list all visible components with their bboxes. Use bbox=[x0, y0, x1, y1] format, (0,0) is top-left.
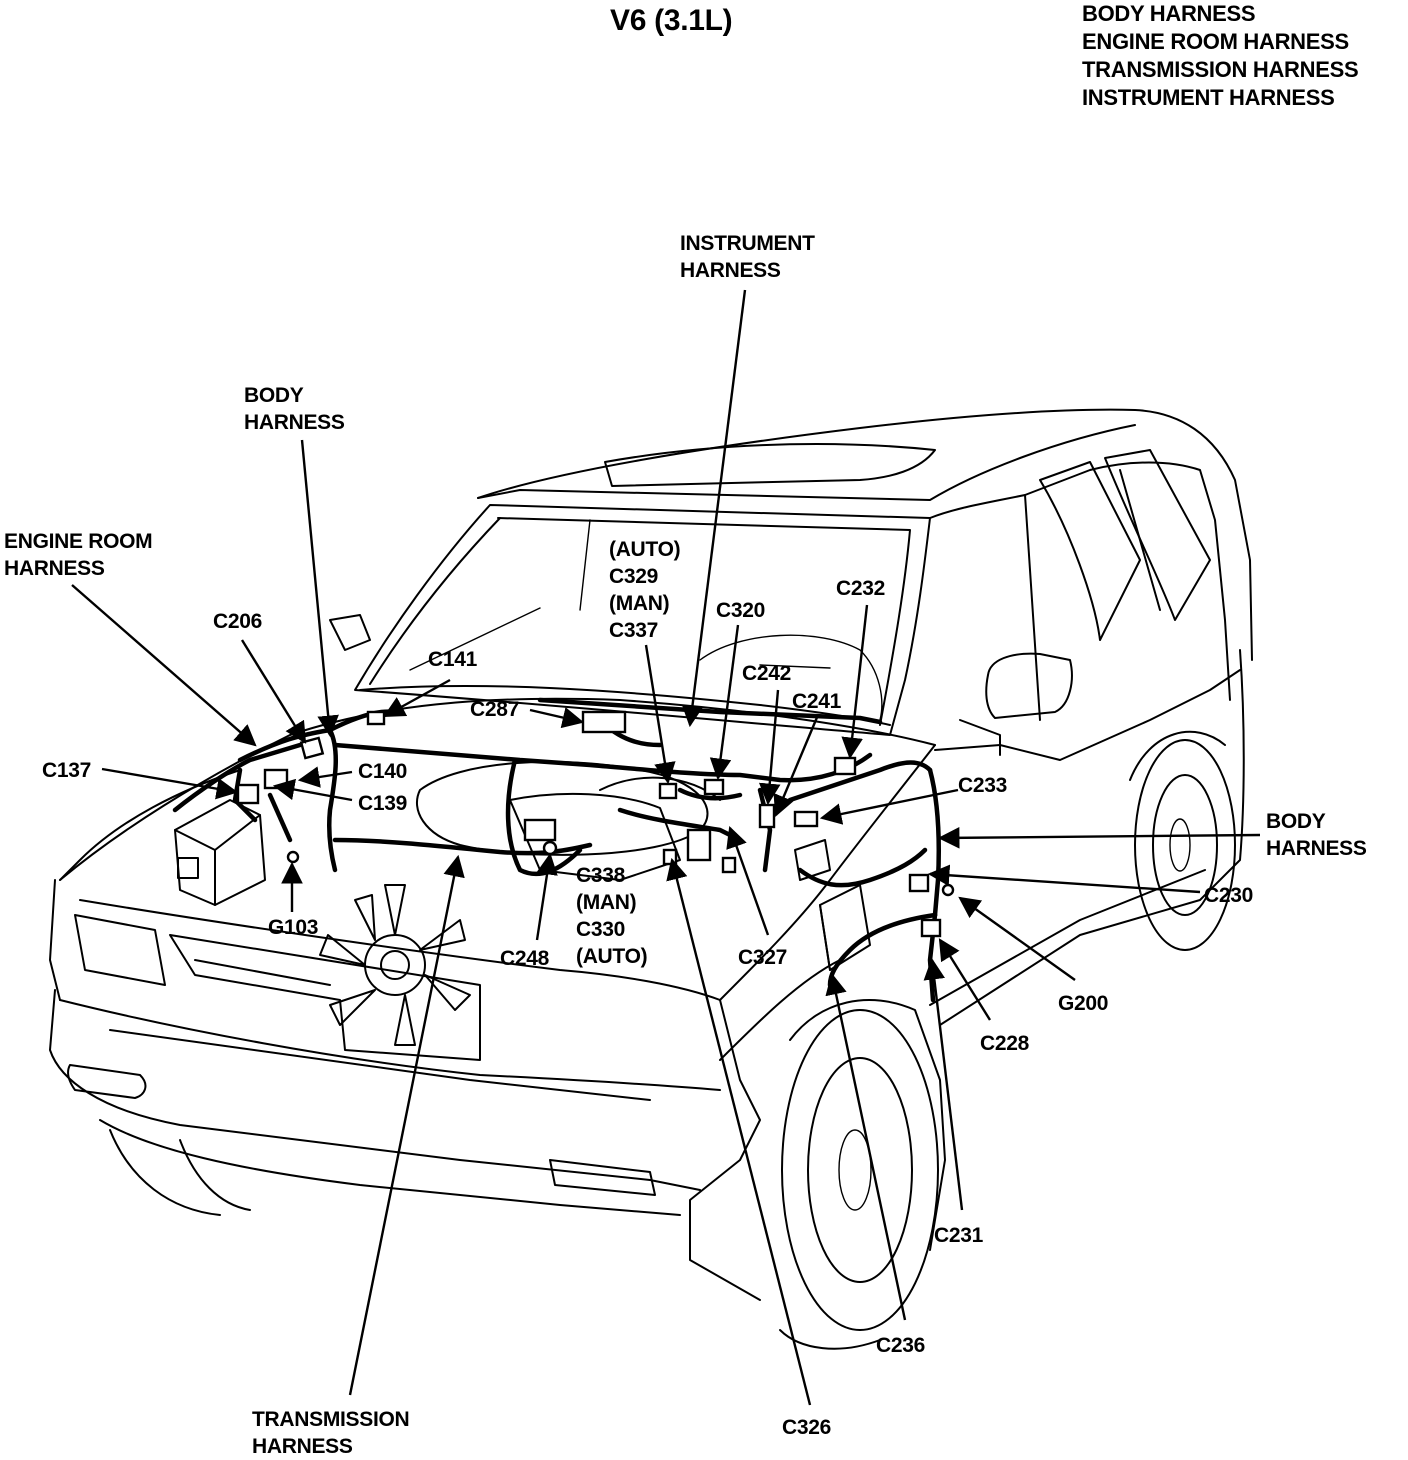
connector-label-c140: C140 bbox=[358, 760, 408, 783]
leader-c320 bbox=[709, 624, 740, 781]
connector-label-c206: C206 bbox=[213, 610, 263, 633]
leader-body-harness-top bbox=[300, 439, 339, 738]
ground-label-g200: G200 bbox=[1058, 992, 1109, 1015]
leader-c232 bbox=[841, 604, 869, 760]
connector-label-c230: C230 bbox=[1204, 884, 1254, 907]
leader-c139 bbox=[272, 778, 353, 802]
connector-blocks bbox=[236, 710, 955, 938]
leader-body-harness-right bbox=[937, 827, 1261, 849]
radiator-fan bbox=[319, 884, 471, 1046]
leader-c228 bbox=[938, 938, 992, 1021]
connector-label-c236: C236 bbox=[876, 1334, 926, 1357]
legend-item-transmission-harness: TRANSMISSION HARNESS bbox=[1082, 57, 1359, 82]
connector-label-c232: C232 bbox=[836, 577, 886, 600]
label-body-harness-right: BODY HARNESS bbox=[1266, 810, 1367, 860]
connector-label-c241: C241 bbox=[792, 690, 842, 713]
leader-g200 bbox=[958, 896, 1076, 981]
legend-item-body-harness: BODY HARNESS bbox=[1082, 1, 1256, 26]
leader-c248 bbox=[535, 852, 558, 941]
label-instrument-harness: INSTRUMENT HARNESS bbox=[680, 232, 815, 282]
connector-label-c326: C326 bbox=[782, 1416, 832, 1439]
connector-label-c287: C287 bbox=[470, 698, 520, 721]
connector-label-c320: C320 bbox=[716, 599, 766, 622]
leader-engine-room-harness bbox=[71, 584, 257, 747]
leader-c206 bbox=[240, 639, 307, 744]
leader-c141 bbox=[383, 678, 451, 718]
leader-c327 bbox=[726, 825, 770, 936]
legend-item-engine-room-harness: ENGINE ROOM HARNESS bbox=[1082, 29, 1349, 54]
legend: BODY HARNESS ENGINE ROOM HARNESS TRANSMI… bbox=[1082, 0, 1359, 112]
leader-c140 bbox=[297, 766, 353, 788]
connector-label-c141: C141 bbox=[428, 648, 478, 671]
connector-label-c248: C248 bbox=[500, 947, 550, 970]
leader-transmission-harness bbox=[348, 854, 465, 1396]
connector-label-group-c329-c337: (AUTO) C329 (MAN) C337 bbox=[609, 538, 681, 642]
connector-label-c231: C231 bbox=[934, 1224, 984, 1247]
diagram-title: V6 (3.1L) bbox=[610, 4, 733, 37]
leader-instrument-harness bbox=[681, 289, 747, 728]
legend-item-instrument-harness: INSTRUMENT HARNESS bbox=[1082, 85, 1335, 110]
label-engine-room-harness: ENGINE ROOM HARNESS bbox=[4, 530, 153, 580]
leader-c242 bbox=[758, 689, 781, 806]
leader-c236 bbox=[825, 972, 907, 1321]
connector-label-c137: C137 bbox=[42, 759, 92, 782]
leader-c326 bbox=[666, 857, 812, 1406]
leader-c241 bbox=[773, 714, 820, 817]
connector-label-group-c338-c330: C338 (MAN) C330 (AUTO) bbox=[576, 864, 648, 968]
connector-label-c327: C327 bbox=[738, 946, 788, 969]
leader-c137 bbox=[101, 767, 239, 800]
leader-c233 bbox=[819, 788, 959, 825]
ground-label-g103: G103 bbox=[268, 916, 319, 939]
leader-c329-c337 bbox=[644, 644, 676, 785]
label-transmission-harness: TRANSMISSION HARNESS bbox=[252, 1408, 410, 1458]
connector-label-c228: C228 bbox=[980, 1032, 1030, 1055]
leader-c230 bbox=[927, 864, 1201, 894]
leader-lines bbox=[71, 289, 1261, 1406]
label-body-harness-top: BODY HARNESS bbox=[244, 384, 345, 434]
leader-c231 bbox=[923, 957, 964, 1211]
connector-label-c242: C242 bbox=[742, 662, 792, 685]
connector-label-c233: C233 bbox=[958, 774, 1008, 797]
leader-c287 bbox=[529, 707, 585, 729]
connector-label-c139: C139 bbox=[358, 792, 408, 815]
